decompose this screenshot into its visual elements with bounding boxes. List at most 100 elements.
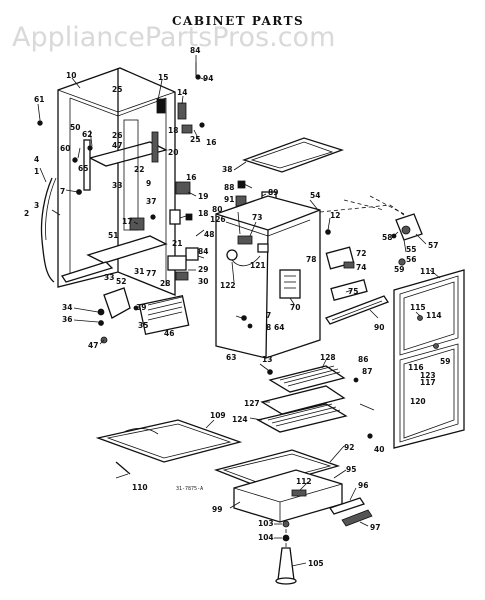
- callout-label: 60: [60, 144, 70, 153]
- callout-label: 58: [382, 233, 392, 242]
- callout-label: 1: [34, 167, 39, 176]
- callout-label: 18: [198, 209, 208, 218]
- callout-label: 4: [34, 155, 39, 164]
- callout-label: 92: [344, 443, 354, 452]
- callout-label: 61: [34, 95, 44, 104]
- callout-label: 12: [330, 211, 340, 220]
- callout-label: 35: [138, 321, 148, 330]
- callout-label: 36: [62, 315, 72, 324]
- callout-label: 38: [222, 165, 232, 174]
- callout-label: 25: [112, 85, 122, 94]
- callout-label: 99: [212, 505, 222, 514]
- refrigerator-door: [393, 269, 465, 449]
- front-trim-strip: [325, 295, 389, 325]
- outer-cabinet: [57, 67, 176, 296]
- freezer-shelf: [241, 137, 345, 173]
- callout-label: 10: [66, 71, 76, 80]
- callout-label: 65: [78, 164, 88, 173]
- callout-label: 89: [268, 188, 278, 197]
- callout-label: 25: [190, 135, 200, 144]
- callout-label: 84: [198, 247, 208, 256]
- callout-label: 64: [274, 323, 284, 332]
- callout-label: 21: [172, 239, 182, 248]
- callout-label: 30: [198, 277, 208, 286]
- callout-label: 52: [116, 277, 126, 286]
- callouts: 84 15 94 10 14 25 61 18 25 16 50 62 26 4…: [24, 46, 450, 568]
- callout-label: 47: [112, 141, 122, 150]
- callout-label: 16: [206, 138, 216, 147]
- callout-label: 15: [158, 73, 168, 82]
- callout-label: 72: [356, 249, 366, 258]
- watermark-text: AppliancePartsPros.com: [12, 22, 335, 53]
- callout-label: 74: [356, 263, 366, 272]
- callout-label: 91: [224, 195, 234, 204]
- callout-label: 87: [362, 367, 372, 376]
- callout-label: 20: [168, 148, 178, 157]
- callout-label: 18: [168, 126, 178, 135]
- middle-hardware: [129, 181, 199, 281]
- callout-label: 128: [320, 353, 336, 362]
- callout-label: 22: [134, 165, 144, 174]
- crisper-cover: [213, 449, 341, 489]
- callout-label: 8: [266, 323, 271, 332]
- side-trim-rod: [40, 177, 57, 283]
- callout-label: 57: [428, 241, 438, 250]
- bottom-liner-pan: [95, 419, 243, 475]
- callout-label: 46: [164, 329, 174, 338]
- callout-label: 94: [203, 74, 213, 83]
- callout-label: 2: [24, 209, 29, 218]
- callout-label: 103: [258, 519, 274, 528]
- callout-label: 56: [406, 255, 416, 264]
- left-screws: [37, 120, 156, 220]
- thermostat-assembly: [325, 229, 368, 301]
- callout-label: 9: [146, 179, 151, 188]
- callout-label: 40: [374, 445, 384, 454]
- callout-label: 37: [146, 197, 156, 206]
- callout-label: 110: [132, 483, 148, 492]
- callout-label: 97: [370, 523, 380, 532]
- crisper-drawer: [233, 433, 373, 527]
- diagram-title: CABINET PARTS: [172, 14, 304, 28]
- callout-label: 14: [177, 88, 187, 97]
- callout-label: 19: [198, 192, 208, 201]
- callout-label: 126: [210, 215, 226, 224]
- callout-label: 54: [310, 191, 320, 200]
- bottom-hardware: [97, 287, 190, 344]
- callout-label: 84: [190, 46, 200, 55]
- callout-label: 117: [420, 378, 436, 387]
- callout-label: 80: [212, 205, 222, 214]
- callout-label: 121: [250, 261, 266, 270]
- callout-label: 26: [112, 131, 122, 140]
- callout-label: 114: [426, 311, 442, 320]
- callout-label: 31: [134, 267, 144, 276]
- callout-label: 7: [266, 311, 271, 320]
- callout-label: 75: [348, 287, 358, 296]
- callout-label: 124: [232, 415, 248, 424]
- callout-label: 77: [146, 269, 156, 278]
- callout-label: 34: [62, 303, 72, 312]
- callout-label: 51: [108, 231, 118, 240]
- callout-label: 28: [160, 279, 170, 288]
- callout-label: 63: [226, 353, 236, 362]
- callout-label: 73: [252, 213, 262, 222]
- callout-label: 90: [374, 323, 384, 332]
- callout-label: 112: [296, 477, 312, 486]
- callout-label: 59: [440, 357, 450, 366]
- callout-label: 55: [406, 245, 416, 254]
- callout-label: 120: [410, 397, 426, 406]
- callout-label: 123: [420, 371, 436, 380]
- callout-label: 127: [244, 399, 260, 408]
- drawing-number: 31-7875-A: [176, 486, 203, 492]
- fresh-food-shelves: [256, 365, 359, 433]
- callout-label: 3: [34, 201, 39, 210]
- callout-label: 95: [346, 465, 356, 474]
- inner-liner: [215, 195, 321, 359]
- callout-label: 70: [290, 303, 300, 312]
- leader-lines: [37, 55, 441, 567]
- callout-label: 48: [204, 230, 214, 239]
- callout-label: 39: [136, 303, 146, 312]
- callout-label: 109: [210, 411, 226, 420]
- callout-label: 17: [122, 217, 132, 226]
- callout-label: 122: [220, 281, 236, 290]
